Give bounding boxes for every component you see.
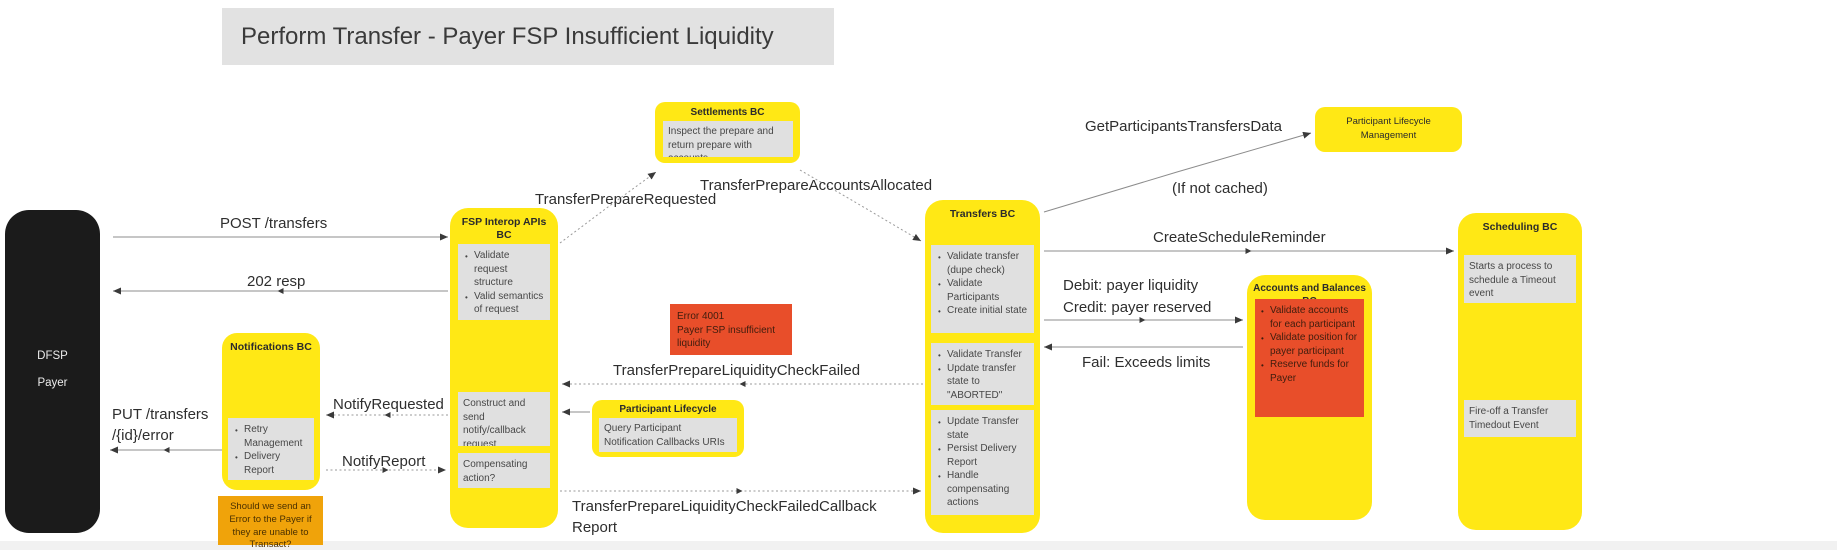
notifications-panel: Retry ManagementDelivery Report [228, 418, 314, 480]
list-item: Validate transfer (dupe check) [936, 250, 1029, 277]
dfsp-payer-actor[interactable]: DFSP Payer [5, 210, 100, 533]
settlements-header: Settlements BC [690, 107, 765, 118]
notifications-bc-box[interactable]: Notifications BC Retry ManagementDeliver… [222, 333, 320, 490]
label-202-resp: 202 resp [247, 273, 306, 290]
notifications-items: Retry ManagementDelivery Report [233, 423, 309, 477]
list-item: Validate accounts for each participant [1259, 304, 1360, 331]
scheduling-timeout-panel: Starts a process to schedule a Timeout e… [1464, 255, 1576, 303]
label-debit-credit: Debit: payer liquidity Credit: payer res… [1063, 275, 1211, 319]
label-debit-line1: Debit: payer liquidity [1063, 277, 1199, 294]
label-liquidity-check-failed: TransferPrepareLiquidityCheckFailed [613, 362, 861, 379]
error-4001-note[interactable]: Error 4001 Payer FSP insufficient liquid… [670, 304, 792, 355]
arrow-get-participants [1043, 131, 1312, 213]
list-item: Update transfer state to "ABORTED" [936, 362, 1029, 403]
label-fail-exceeds-limits: Fail: Exceeds limits [1082, 354, 1211, 371]
fsp-compensating-panel: Compensating action? [458, 453, 550, 488]
accounts-red-panel: Validate accounts for each participantVa… [1255, 299, 1364, 417]
transfers-stage3-items: Update Transfer statePersist Delivery Re… [936, 415, 1029, 510]
list-item: Update Transfer state [936, 415, 1029, 442]
list-item: Validate Transfer [936, 348, 1029, 362]
canvas-bottom-strip [0, 541, 1837, 550]
accounts-items: Validate accounts for each participantVa… [1259, 304, 1360, 385]
label-create-schedule-reminder: CreateScheduleReminder [1153, 229, 1326, 246]
list-item: Validate request structure [463, 249, 545, 290]
participant-lifecycle-management-box[interactable]: Participant Lifecycle Management [1315, 107, 1462, 152]
transfers-stage1-panel: Validate transfer (dupe check)Validate P… [931, 245, 1034, 333]
participant-lifecycle-header: Participant Lifecycle [619, 404, 717, 415]
scheduling-fireoff-panel: Fire-off a Transfer Timedout Event [1464, 400, 1576, 437]
list-item: Reserve funds for Payer [1259, 358, 1360, 385]
label-put-line1: PUT /transfers [112, 406, 209, 423]
label-get-participants-transfers-data: GetParticipantsTransfersData [1085, 118, 1283, 135]
fsp-validate-panel: Validate request structureValid semantic… [458, 244, 550, 320]
label-transfer-prepare-accounts-allocated: TransferPrepareAccountsAllocated [700, 177, 933, 194]
transfers-stage3-panel: Update Transfer statePersist Delivery Re… [931, 410, 1034, 515]
transfers-header: Transfers BC [949, 208, 1016, 220]
settlements-bc-box[interactable]: Settlements BC Inspect the prepare and r… [655, 102, 800, 163]
actor-line1: DFSP [37, 350, 68, 362]
list-item: Create initial state [936, 304, 1029, 318]
label-debit-line2: Credit: payer reserved [1063, 299, 1212, 316]
error-line1: Error 4001 [677, 311, 725, 322]
list-item: Validate position for payer participant [1259, 331, 1360, 358]
settlements-panel: Inspect the prepare and return prepare w… [663, 121, 793, 157]
label-liquidity-check-failed-callback: TransferPrepareLiquidityCheckFailedCallb… [572, 498, 877, 536]
label-put-transfers-error: PUT /transfers /{id}/error [112, 404, 208, 446]
fsp-validate-items: Validate request structureValid semantic… [463, 249, 545, 317]
scheduling-header: Scheduling BC [1482, 221, 1558, 233]
label-transfer-prepare-requested: TransferPrepareRequested [535, 191, 717, 208]
transfers-stage2-items: Validate TransferUpdate transfer state t… [936, 348, 1029, 402]
list-item: Retry Management [233, 423, 309, 450]
fsp-interop-header: FSP Interop APIs BC [461, 216, 547, 242]
accounts-and-balances-bc-box[interactable]: Accounts and Balances BC Validate accoun… [1247, 275, 1372, 520]
list-item: Persist Delivery Report [936, 442, 1029, 469]
actor-line2: Payer [37, 377, 68, 389]
label-put-line2: /{id}/error [112, 427, 174, 444]
label-notify-report: NotifyReport [342, 453, 426, 470]
label-if-not-cached: (If not cached) [1172, 180, 1268, 197]
notifications-bc-header: Notifications BC [230, 341, 312, 353]
list-item: Handle compensating actions [936, 469, 1029, 510]
list-item: Delivery Report [233, 450, 309, 477]
question-note[interactable]: Should we send an Error to the Payer if … [218, 496, 323, 550]
transfers-stage2-panel: Validate TransferUpdate transfer state t… [931, 343, 1034, 405]
scheduling-bc-box[interactable]: Scheduling BC Starts a process to schedu… [1458, 213, 1582, 530]
transfers-stage1-items: Validate transfer (dupe check)Validate P… [936, 250, 1029, 318]
label-post-transfers: POST /transfers [220, 215, 328, 232]
participant-lifecycle-panel: Query Participant Notification Callbacks… [599, 418, 737, 452]
error-line2: Payer FSP insufficient liquidity [677, 324, 776, 350]
list-item: Valid semantics of request [463, 290, 545, 317]
diagram-title: Perform Transfer - Payer FSP Insufficien… [222, 8, 834, 65]
fsp-interop-apis-bc-box[interactable]: FSP Interop APIs BC Validate request str… [450, 208, 558, 528]
transfers-bc-box[interactable]: Transfers BC Validate transfer (dupe che… [925, 200, 1040, 533]
fsp-construct-panel: Construct and send notify/callback reque… [458, 392, 550, 446]
list-item: Validate Participants [936, 277, 1029, 304]
label-notify-requested: NotifyRequested [333, 396, 444, 413]
participant-lifecycle-box[interactable]: Participant Lifecycle Query Participant … [592, 400, 744, 457]
